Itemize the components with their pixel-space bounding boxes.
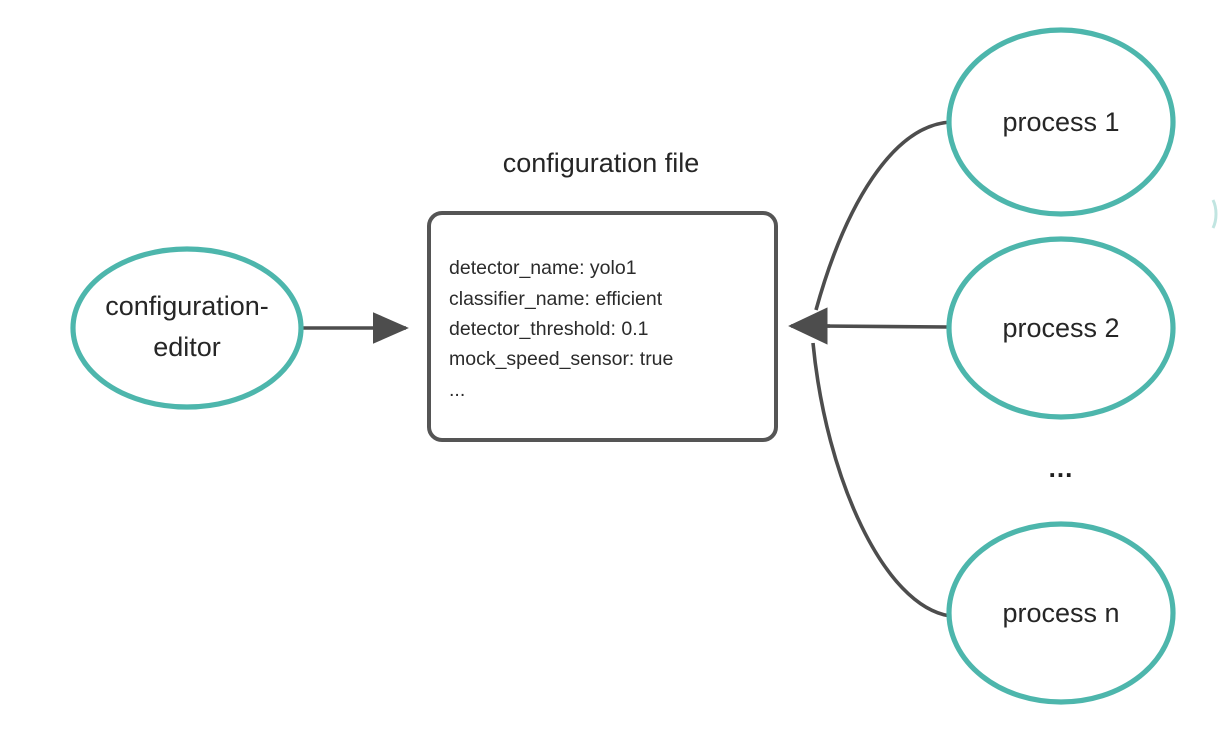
process-1-ellipse[interactable] xyxy=(946,27,1176,217)
edge-process2-to-config xyxy=(819,324,949,329)
configuration-editor-ellipse[interactable] xyxy=(70,246,304,410)
node-process-n[interactable]: process n xyxy=(946,521,1176,705)
process-ellipsis: ... xyxy=(1049,453,1074,483)
configuration-editor-label-line1: configuration- xyxy=(105,291,269,321)
node-config-file-box[interactable]: detector_name: yolo1 classifier_name: ef… xyxy=(427,211,778,442)
config-file-title: configuration file xyxy=(503,148,700,178)
clipped-edge-arc-fragment xyxy=(1211,199,1218,229)
process-2-label: process 2 xyxy=(1002,313,1119,343)
config-line-3: mock_speed_sensor: true xyxy=(449,348,673,370)
configuration-editor-label-line2: editor xyxy=(153,332,221,362)
process-2-ellipse[interactable] xyxy=(946,236,1176,420)
process-n-label: process n xyxy=(1002,598,1119,628)
config-line-1: classifier_name: efficient xyxy=(449,288,663,310)
edge-processn-to-config xyxy=(811,342,951,618)
node-process-2[interactable]: process 2 xyxy=(946,236,1176,420)
process-n-ellipse[interactable] xyxy=(946,521,1176,705)
config-line-4: ... xyxy=(449,379,465,401)
config-file-box-rect[interactable] xyxy=(427,211,778,442)
edge-process1-to-config xyxy=(814,120,952,311)
node-configuration-editor[interactable]: configuration- editor xyxy=(70,246,304,410)
config-line-0: detector_name: yolo1 xyxy=(449,257,637,279)
node-process-1[interactable]: process 1 xyxy=(946,27,1176,217)
process-1-label: process 1 xyxy=(1002,107,1119,137)
config-line-2: detector_threshold: 0.1 xyxy=(449,318,648,340)
